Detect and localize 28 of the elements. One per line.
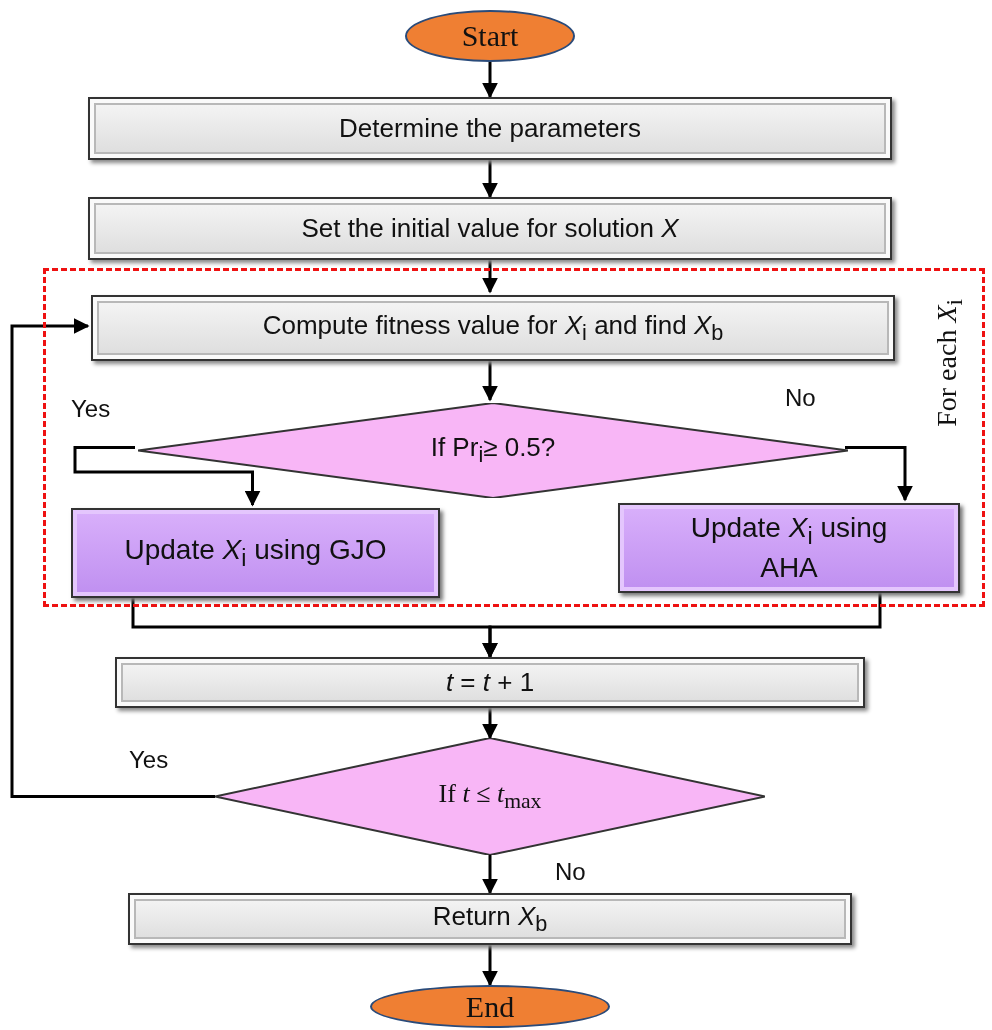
connector-arrow bbox=[482, 708, 498, 740]
node-text: Return X$_{b}$ bbox=[432, 900, 548, 938]
process-box bbox=[91, 295, 895, 361]
connector-arrow bbox=[845, 446, 913, 502]
process-box bbox=[88, 197, 892, 260]
node-text: If t ≤ t$_{max}$ bbox=[438, 778, 542, 815]
process-box bbox=[128, 893, 852, 945]
process-box bbox=[71, 508, 440, 598]
node-text: Determine the parameters bbox=[339, 112, 641, 145]
process-box bbox=[618, 503, 960, 593]
node-text: Compute fitness value for X$_{i}$ and find X$_{b}$ bbox=[262, 309, 724, 347]
node-text: End bbox=[465, 988, 515, 1025]
node-text: If Pr$_{i}$≥ 0.5? bbox=[430, 432, 556, 469]
dashed-region bbox=[43, 268, 985, 607]
connector-arrow bbox=[482, 260, 498, 294]
connector-arrow bbox=[73, 446, 261, 507]
process-box bbox=[115, 657, 865, 708]
node-text: t = t + 1 bbox=[445, 666, 535, 699]
connector-arrow bbox=[482, 855, 498, 895]
connector-arrow bbox=[10, 318, 215, 798]
node-text: Set the initial value for solution X bbox=[301, 212, 679, 245]
node-text: Start bbox=[461, 18, 519, 54]
node-text: Update X$_{i}$ using GJO bbox=[124, 533, 387, 573]
connector-arrow bbox=[482, 945, 498, 987]
connector-arrow bbox=[482, 62, 498, 99]
process-box bbox=[88, 97, 892, 160]
node-text: Update X$_{i}$ using AHA bbox=[689, 511, 889, 585]
connector-arrow bbox=[482, 160, 498, 199]
